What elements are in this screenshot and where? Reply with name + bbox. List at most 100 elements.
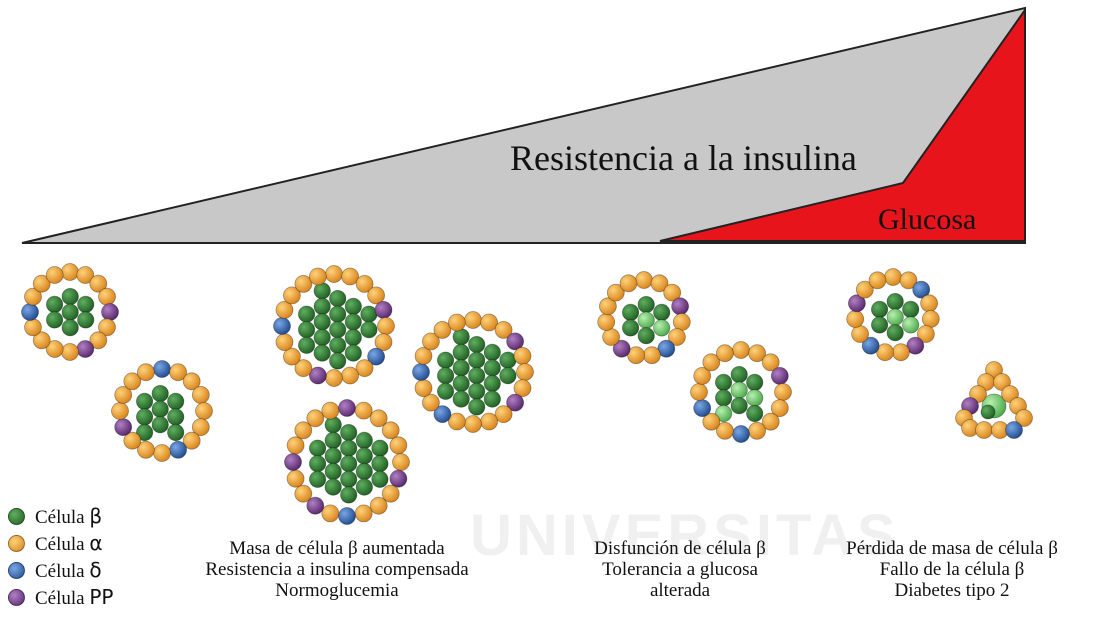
islet [111, 360, 213, 462]
delta-cell-swatch [8, 562, 25, 579]
caption-line: Disfunción de célula β [594, 538, 766, 559]
alpha-cell [748, 421, 766, 440]
beta-cell [730, 365, 748, 384]
beta-cell [355, 447, 373, 465]
alpha-cell [464, 311, 482, 329]
alpha-cell [45, 266, 64, 284]
beta-cell [452, 374, 470, 393]
beta-cell [136, 392, 154, 410]
cell-type-legend: Célula β Célula α Célula δ Célula PP [8, 503, 113, 611]
beta-cell [902, 300, 920, 318]
beta-cell [45, 311, 64, 329]
alpha-cell [480, 412, 499, 431]
legend-symbol: PP [89, 585, 114, 609]
pp-cell [76, 340, 95, 358]
beta-cell [136, 408, 154, 426]
beta-cell [499, 351, 517, 369]
beta-cell [45, 295, 64, 313]
alpha-cell [286, 436, 305, 455]
caption-line: Resistencia a insulina compensada [205, 559, 469, 580]
islet [846, 268, 940, 362]
alpha-cell [114, 385, 133, 404]
beta-cell [340, 423, 358, 442]
delta-cell [412, 363, 430, 381]
legend-symbol: α [89, 531, 103, 555]
alpha-cell [321, 504, 340, 523]
beta-cell [355, 478, 373, 496]
islet [284, 399, 410, 525]
stage-caption-compensation: Masa de célula β aumentada Resistencia a… [172, 538, 502, 601]
beta-cell [436, 351, 455, 369]
alpha-cell [325, 265, 343, 283]
delta-cell [367, 347, 386, 366]
alpha-cell [716, 344, 734, 363]
delta-cell [273, 317, 291, 335]
caption-line: Pérdida de masa de célula β [846, 538, 1058, 559]
beta-cell [340, 439, 358, 457]
alpha-cell [855, 280, 874, 299]
beta-cell [746, 373, 764, 391]
alpha-cell [748, 344, 766, 363]
alpha-cell [195, 402, 213, 420]
delta-cell [861, 336, 880, 355]
alpha-cell [191, 418, 210, 437]
alpha-cell [111, 402, 129, 420]
legend-item-beta: Célula β [8, 503, 113, 530]
beta-cell [436, 382, 455, 400]
beta-cell [637, 327, 655, 345]
alpha-cell [153, 444, 171, 462]
alpha-cell [414, 379, 433, 398]
alpha-cell [668, 328, 686, 346]
legend-item-pp: Célula PP [8, 584, 113, 611]
beta-cell [61, 287, 79, 306]
alpha-cell [321, 401, 340, 420]
beta-cell [637, 295, 655, 314]
glucose-label: Glucosa [878, 203, 976, 236]
alpha-cell [182, 431, 201, 450]
alpha-cell [672, 313, 691, 331]
legend-symbol: β [89, 504, 103, 528]
delta-cell [657, 339, 676, 358]
pp-cell [906, 336, 925, 355]
pp-cell [306, 496, 325, 515]
beta-cell [355, 462, 373, 481]
caption-line: alterada [649, 580, 711, 601]
alpha-cell [899, 271, 918, 290]
alpha-cell [774, 383, 792, 401]
beta-cell [297, 321, 316, 339]
beta-cell [344, 313, 362, 331]
beta-cell [886, 324, 904, 342]
beta-cell [637, 311, 655, 329]
beta-cell [436, 367, 455, 385]
islet [955, 361, 1033, 439]
beta-cell [313, 328, 331, 347]
beta-cell [468, 367, 486, 385]
beta-cell [151, 400, 169, 418]
alpha-cell [325, 369, 343, 387]
alpha-cell [275, 300, 294, 319]
alpha-cell [98, 318, 116, 337]
beta-cell [313, 344, 331, 362]
beta-cell [653, 303, 671, 321]
alpha-cell [868, 271, 887, 290]
pp-cell [848, 294, 866, 313]
alpha-cell [123, 372, 142, 391]
beta-cell [371, 470, 389, 488]
delta-cell [433, 405, 452, 424]
alpha-cell [294, 484, 313, 503]
alpha-cell [516, 363, 534, 381]
beta-cell [360, 305, 378, 323]
pp-cell [671, 297, 689, 316]
alpha-cell [693, 366, 712, 385]
alpha-cell [702, 353, 721, 372]
beta-cell [621, 303, 640, 321]
beta-cell [297, 305, 316, 323]
alpha-cell [275, 333, 294, 352]
alpha-cell [32, 274, 51, 293]
pp-cell [308, 366, 327, 385]
insulin-resistance-label: Resistencia a la insulina [510, 138, 857, 178]
alpha-cell-swatch [8, 535, 25, 552]
delta-cell [21, 303, 39, 321]
alpha-cell [447, 313, 466, 332]
